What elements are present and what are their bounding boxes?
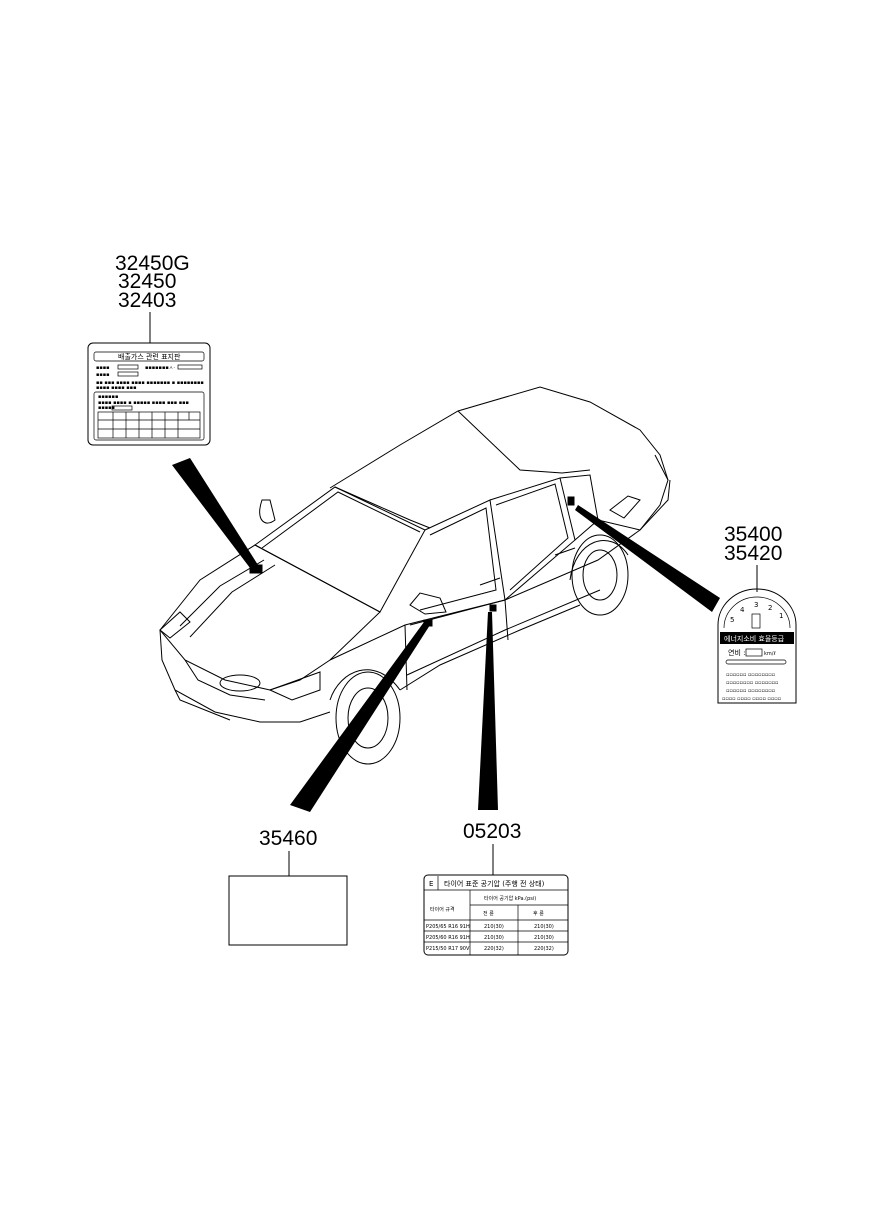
svg-text:▪▪▪▪: ▪▪▪▪: [96, 372, 110, 378]
svg-text:▪▪▪▪▪: ▪▪▪▪▪: [98, 405, 115, 411]
part-number-32450g: 32450G: [115, 252, 190, 275]
emission-label-graphic: 배출가스 관련 표지판 ▪▪▪▪ ▪▪▪▪ ▪▪▪▪▪▪▪ㅅ· ▪▪ ▪▪▪ ▪…: [87, 342, 211, 446]
fuel-grade-3: 3: [754, 601, 758, 609]
svg-text:▪▪▪▪ ▪▪▪▪ ▪▪▪: ▪▪▪▪ ▪▪▪▪ ▪▪▪: [96, 385, 136, 391]
part-number-35420: 35420: [724, 542, 782, 565]
svg-text:E: E: [429, 880, 433, 888]
tire-row-2-size: P205/60 R16 91H: [426, 935, 470, 941]
svg-text:▫▫▫▫▫▫▫▫ ▫▫▫▫▫▫▫: ▫▫▫▫▫▫▫▫ ▫▫▫▫▫▫▫: [726, 680, 778, 686]
part-number-05203: 05203: [463, 820, 521, 843]
tire-label-pressure-header: 타이어 공기압 kPa.(psi): [484, 895, 536, 902]
tire-row-3-size: P215/50 R17 90V: [426, 946, 470, 952]
pointer-blank: [290, 622, 430, 812]
tire-label-callout: 05203 E 타이어 표준 공기압 (주행 전 상태) 타이어 규격 타이어 …: [423, 820, 569, 956]
fuel-grade-4: 4: [740, 606, 745, 614]
tire-label-graphic: E 타이어 표준 공기압 (주행 전 상태) 타이어 규격 타이어 공기압 kP…: [423, 874, 569, 956]
emission-label-callout: 32450G 32450 32403 배출가스 관련 표지판 ▪▪▪▪ ▪▪▪▪…: [87, 252, 211, 446]
leader-pointers: [172, 458, 720, 812]
blank-label-graphic: [228, 875, 348, 946]
part-number-32403: 32403: [118, 289, 176, 312]
fuel-economy-caption: 연비 :: [728, 648, 745, 657]
tire-label-col-front: 전 륜: [483, 910, 494, 917]
svg-text:▫▫▫▫▫▫ ▫▫▫▫▫▫▫▫: ▫▫▫▫▫▫ ▫▫▫▫▫▫▫▫: [726, 672, 775, 678]
fuel-grade-5: 5: [730, 616, 734, 624]
part-number-35460: 35460: [259, 827, 317, 850]
part-number-35400: 35400: [724, 523, 782, 546]
tire-row-2-rear: 210(30): [534, 935, 554, 941]
tire-label-col-size: 타이어 규격: [430, 906, 455, 913]
svg-text:▪▪▪▪ ▪▪▪▪ ▪ ▪▪▪▪▪ ▪▪▪▪ ▪▪▪ ▪▪▪: ▪▪▪▪ ▪▪▪▪ ▪ ▪▪▪▪▪ ▪▪▪▪ ▪▪▪ ▪▪▪: [98, 400, 189, 406]
fuel-label-callout: 35400 35420 5 4 3 2 1 에너지소비 효율등급 연비 : km…: [717, 523, 797, 704]
fuel-label-graphic: 5 4 3 2 1 에너지소비 효율등급 연비 : km/ℓ ▫▫▫▫▫▫ ▫▫…: [717, 588, 797, 704]
svg-text:▪▪▪▪▪▪: ▪▪▪▪▪▪: [98, 394, 118, 400]
tire-label-col-rear: 후 륜: [533, 911, 544, 917]
emission-label-title: 배출가스 관련 표지판: [118, 352, 181, 361]
svg-text:▫▫▫▫▫▫ ▫▫▫▫▫▫▫▫: ▫▫▫▫▫▫ ▫▫▫▫▫▫▫▫: [726, 688, 775, 694]
pointer-emission: [172, 458, 258, 568]
svg-text:▪▪ ▪▪▪ ▪▪▪▪ ▪▪▪▪ ▪▪▪▪▪▪▪ ▪ ▪▪▪: ▪▪ ▪▪▪ ▪▪▪▪ ▪▪▪▪ ▪▪▪▪▪▪▪ ▪ ▪▪▪▪▪▪▪▪: [96, 380, 204, 386]
tire-row-1-front: 210(30): [484, 924, 504, 930]
car-illustration: [159, 386, 671, 765]
svg-text:▪▪▪▪: ▪▪▪▪: [96, 365, 110, 371]
pointer-fuel: [575, 505, 720, 612]
tire-label-title: 타이어 표준 공기압 (주행 전 상태): [444, 879, 545, 888]
fuel-grade-2: 2: [768, 604, 772, 612]
tire-row-1-size: P205/65 R16 91H: [426, 924, 470, 930]
svg-text:▪▪▪▪▪▪▪ㅅ·: ▪▪▪▪▪▪▪ㅅ·: [145, 365, 175, 371]
svg-text:▫▫▫▫ ▫▫▫▫ ▫▫▫▫ ▫▫▫▫: ▫▫▫▫ ▫▫▫▫ ▫▫▫▫ ▫▫▫▫: [722, 696, 781, 702]
fuel-label-title: 에너지소비 효율등급: [724, 634, 785, 643]
blank-label-callout: 35460: [228, 827, 348, 946]
tire-row-3-rear: 220(32): [534, 946, 554, 952]
tire-row-2-front: 210(30): [484, 935, 504, 941]
fuel-grade-1: 1: [779, 612, 783, 620]
pointer-tire: [478, 612, 498, 810]
tire-row-1-rear: 210(30): [534, 924, 554, 930]
part-number-32450: 32450: [118, 270, 176, 293]
tire-row-3-front: 220(32): [484, 946, 504, 952]
fuel-economy-unit: km/ℓ: [764, 651, 776, 657]
